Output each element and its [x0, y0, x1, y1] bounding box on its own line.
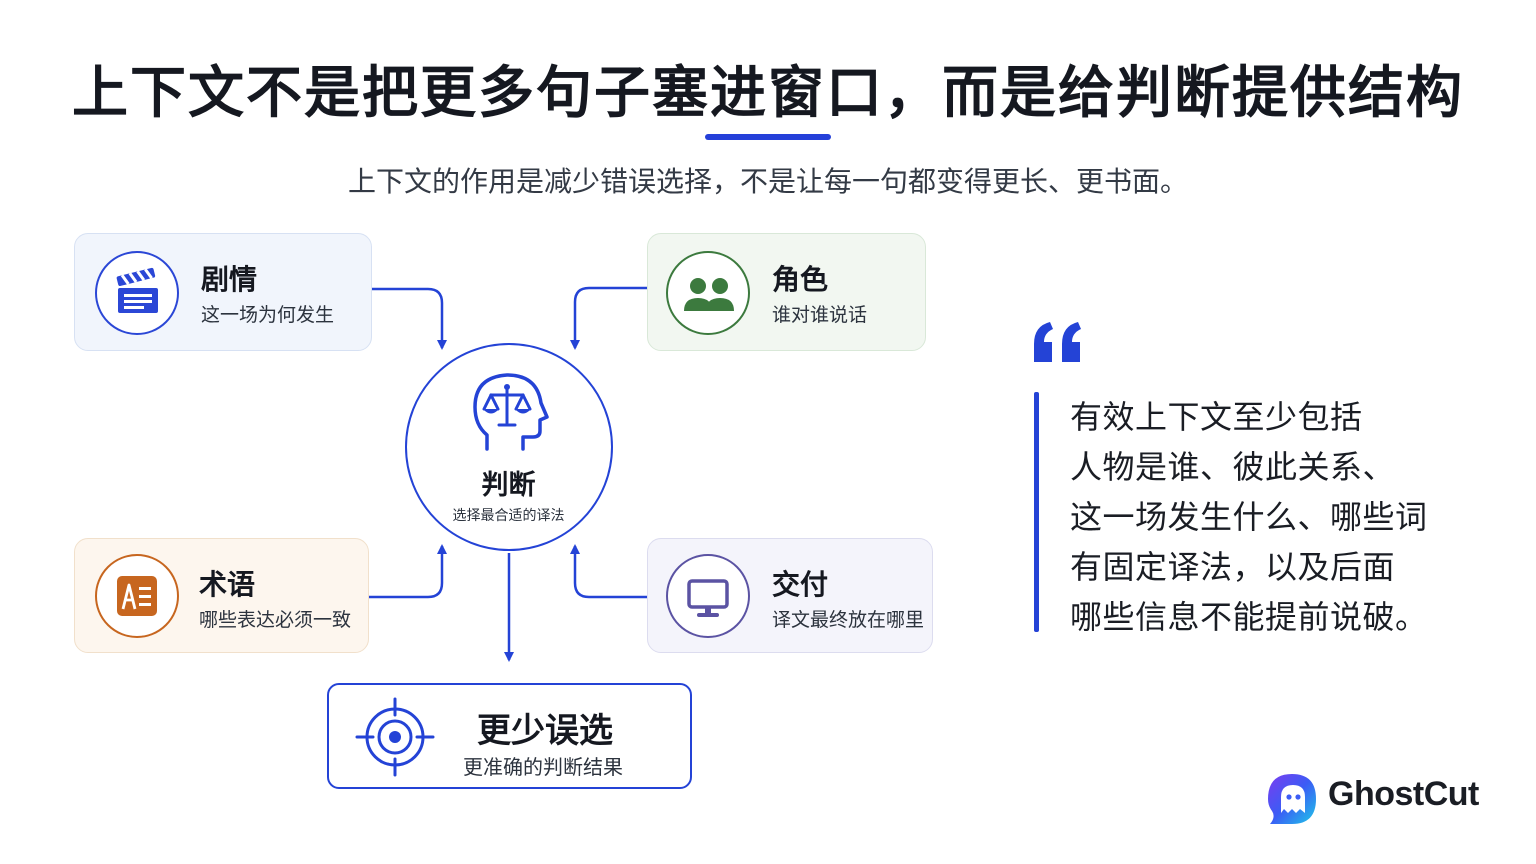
page-title: 上下文不是把更多句子塞进窗口，而是给判断提供结构 [72, 61, 1464, 126]
card-role: 角色 谁对谁说话 [647, 233, 926, 351]
target-icon [355, 697, 435, 777]
quote-line: 有固定译法，以及后面 [1070, 548, 1396, 586]
judgment-title: 判断 [481, 470, 536, 501]
card-deliver-title: 交付 [772, 568, 829, 601]
arrow-role-to-judgment [570, 286, 647, 350]
page-subtitle: 上下文的作用是减少错误选择，不是让每一句都变得更长、更书面。 [347, 165, 1188, 198]
card-term-desc: 哪些表达必须一致 [199, 609, 352, 631]
quote-mark-icon [1034, 322, 1081, 362]
arrow-term-to-judgment [369, 544, 447, 599]
clapperboard-icon [95, 251, 179, 335]
card-plot-desc: 这一场为何发生 [201, 304, 335, 326]
card-plot-title: 剧情 [201, 263, 258, 296]
ghost-logo-icon [1268, 774, 1316, 824]
result-title: 更少误选 [477, 711, 613, 751]
card-term: 术语 哪些表达必须一致 [74, 538, 369, 653]
quote-line: 哪些信息不能提前说破。 [1070, 598, 1428, 636]
monitor-icon [666, 554, 750, 638]
people-icon [666, 251, 750, 335]
judgment-node: 判断 选择最合适的译法 [405, 343, 613, 551]
card-plot: 剧情 这一场为何发生 [74, 233, 372, 351]
glossary-icon [95, 554, 179, 638]
quote-line: 人物是谁、彼此关系、 [1070, 448, 1396, 486]
title-underline [705, 134, 831, 140]
arrow-plot-to-judgment [372, 287, 447, 350]
card-deliver-desc: 译文最终放在哪里 [772, 609, 925, 631]
card-term-title: 术语 [199, 568, 256, 601]
quote-line: 这一场发生什么、哪些词 [1070, 498, 1428, 536]
judgment-desc: 选择最合适的译法 [452, 508, 565, 524]
arrow-deliver-to-judgment [570, 544, 647, 599]
result-box: 更少误选 更准确的判断结果 [327, 683, 692, 789]
result-desc: 更准确的判断结果 [463, 755, 623, 779]
quote-line: 有效上下文至少包括 [1070, 398, 1363, 436]
card-deliver: 交付 译文最终放在哪里 [647, 538, 933, 653]
card-role-desc: 谁对谁说话 [772, 304, 868, 326]
quote-bar [1034, 392, 1039, 632]
brand-logo: GhostCut [1262, 769, 1502, 829]
card-role-title: 角色 [772, 263, 829, 296]
brand-name: GhostCut [1328, 775, 1479, 813]
head-scale-icon [473, 373, 549, 451]
